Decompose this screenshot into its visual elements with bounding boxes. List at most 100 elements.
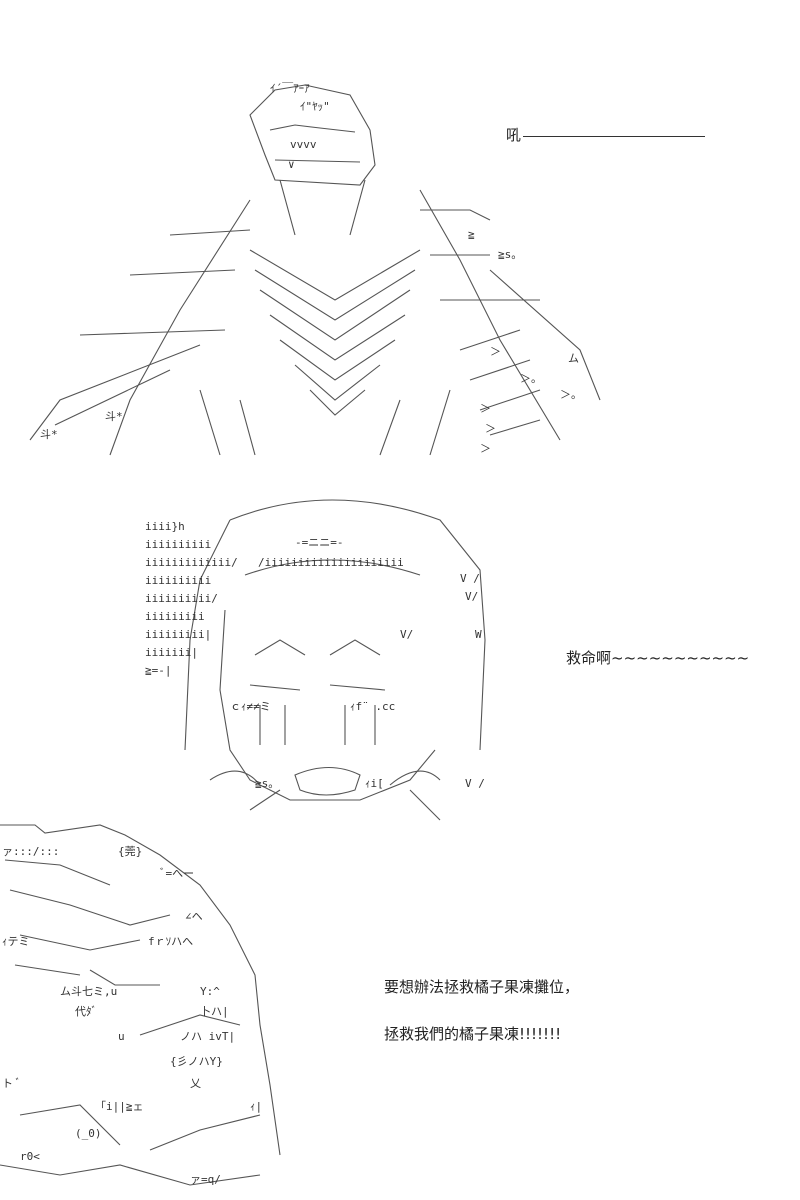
cat-eye-left [89,969,160,986]
cat-text-18: (_0) [75,1127,102,1140]
help-caption: 救命啊~~~~~~~~~~~ [566,649,750,667]
aa-text-5: ≧ [468,228,475,241]
cat-text-5: ｨテミ [2,935,30,948]
chevron-2 [254,269,416,321]
girl-text-14: V/ [400,628,413,641]
right-eye [329,639,386,691]
creature-drawing: ｲ´￣ｱｰｱ ｲ"ﾔｯ" vvvv ∨ ≧ ≧s。 斗* 斗* ム ＞。 ＞。 … [29,81,601,456]
ascii-art-cat: ァ:::/::: {莞} ﾞ=へー ∠ヘ ｨテミ fｒｿハへ ム斗七ミ,u Y:… [0,815,300,1200]
roar-dash [523,136,706,137]
roar-caption: 吼 [506,126,706,144]
cat-text-2: {莞} [118,845,142,858]
aa-text-9: ム [568,352,579,365]
aa-text-7: 斗* [40,428,58,441]
cat-text-15: 乂 [190,1077,201,1090]
cat-text-20: ァ=q/ [190,1173,221,1186]
girl-text-1: iiii}h [145,520,185,533]
creature-neck [279,179,366,236]
left-wing-strokes [79,229,251,336]
mouth [294,767,361,796]
girl-drawing: iiii}h iiiiiiiiii iiiiiiiiiiiii/ iiiiiii… [145,499,486,821]
cat-face-strokes [14,934,141,976]
cat-text-13: {彡ノハY} [170,1055,223,1068]
cat-text-7: ム斗七ミ,u [60,985,117,998]
left-wing-edge [29,344,201,441]
girl-text-16: ｃｨ≠≠ミ [230,700,271,713]
girl-text-12: V / [460,572,480,585]
cat-head-outline [0,824,281,1156]
right-wing-edge [489,269,601,401]
creature-jaw-line [274,159,361,163]
cat-fur-strokes [4,859,171,926]
girl-text-10: -=ニニ=- [295,536,344,549]
cat-text-4: ∠ヘ [185,910,203,923]
rescue-caption-line1: 要想辦法拯救橘子果凍攤位， [384,978,580,996]
ascii-art-girl: iiii}h iiiiiiiiii iiiiiiiiiiiii/ iiiiiii… [140,490,520,830]
cat-text-1: ァ:::/::: [2,845,59,858]
girl-text-2: iiiiiiiiii [145,538,211,551]
aa-text-8: 斗* [105,410,123,423]
aa-text-2: ｲ"ﾔｯ" [300,100,330,113]
chevron-7 [309,389,366,416]
lower-strokes [199,389,451,456]
left-wing-inner [54,369,171,426]
girl-text-20: V / [465,777,485,790]
girl-text-4: iiiiiiiiii [145,574,211,587]
roar-caption-text: 吼 [506,126,522,144]
cat-text-14: ト ﾞ [2,1077,21,1090]
ascii-art-creature: ｲ´￣ｱｰｱ ｲ"ﾔｯ" vvvv ∨ ≧ ≧s。 斗* 斗* ム ＞。 ＞。 … [20,70,620,470]
girl-text-11: /iiiiiiiiiiiiiiiiiiiii [258,556,404,569]
lower-strokes-girl [249,789,441,821]
chevron-6 [294,364,381,401]
girl-text-9: ≧=-| [145,664,172,677]
creature-head-outline [249,84,376,186]
aa-text-14: ＞ [485,422,496,435]
cat-text-3: ﾞ=へー [160,867,194,880]
girl-text-7: iiiiiiiii| [145,628,211,641]
creature-left-side [109,199,251,456]
aa-text-13: ＞ [480,402,491,415]
cat-drawing: ァ:::/::: {莞} ﾞ=へー ∠ヘ ｨテミ fｒｿハへ ム斗七ミ,u Y:… [0,824,281,1186]
face-outline [219,609,436,801]
aa-text-15: ＞ [480,442,491,455]
aa-text-10: ＞。 [520,372,542,385]
cat-text-11: u [118,1030,125,1043]
aa-text-1: ｲ´￣ｱｰｱ [270,81,310,95]
hair-right [229,499,486,751]
girl-text-5: iiiiiiiiii/ [145,592,218,605]
girl-text-8: iiiiiii| [145,646,198,659]
girl-text-17: ｨf¨ .cc [350,700,395,713]
cat-text-9: 卜ハ| [200,1005,229,1018]
cat-text-8: Y:^ [200,985,220,998]
cat-text-19: r0< [20,1150,40,1163]
aa-text-6: ≧s。 [498,248,522,261]
cat-text-10: 代ﾀﾞ [75,1005,97,1018]
cat-bottom-line [0,1164,261,1186]
aa-text-4: ∨ [288,158,295,171]
rescue-caption-line2: 拯救我們的橘子果凍!!!!!!! [384,1025,562,1043]
cat-text-16: 「i||≧ェ [95,1100,144,1113]
chevron-4 [269,314,406,361]
left-eye [249,639,306,691]
cat-text-17: ｨ| [250,1100,262,1113]
girl-text-6: iiiiiiiii [145,610,205,623]
aa-text-3: vvvv [290,138,317,151]
cat-mouth-line [139,1014,241,1036]
creature-brow-line [269,124,356,133]
girl-text-18: ≧s。 [255,777,279,790]
headband [244,559,421,576]
chevron-5 [279,339,396,381]
aa-text-12: ＞ [490,345,501,358]
girl-text-15: W [475,628,482,641]
cat-text-6: fｒｿハへ [148,935,193,948]
aa-text-11: ＞。 [560,388,582,401]
right-arrow-strokes [459,329,541,436]
cat-text-12: ノハ ivT| [180,1030,235,1043]
chevron-1 [249,249,421,301]
chevron-3 [259,289,411,341]
hands [209,770,441,786]
girl-text-19: ｨi[ [365,777,384,790]
hair-left [184,519,231,751]
cat-lower-strokes [19,1104,261,1151]
tears [259,705,376,745]
